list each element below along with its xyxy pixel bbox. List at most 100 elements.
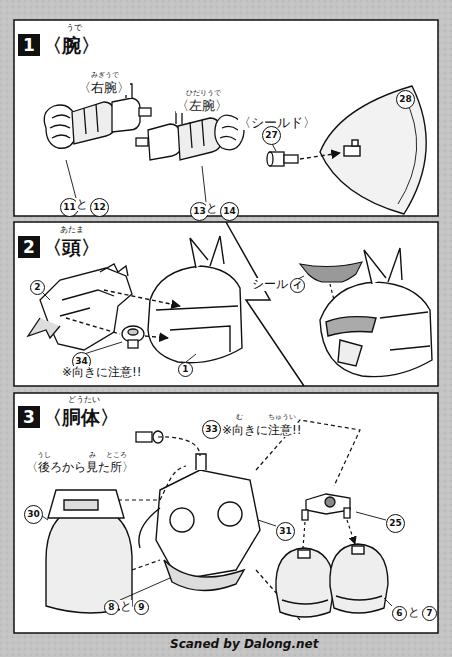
- helmet: [148, 266, 242, 363]
- callout-number: 8: [104, 600, 119, 615]
- callout-number: 28: [396, 90, 415, 109]
- part-30-backpack: [46, 490, 132, 613]
- shield-grip: [352, 140, 358, 146]
- fingers: [220, 126, 238, 140]
- shield-grip: [344, 146, 360, 156]
- section-header: 1〈腕〉: [18, 34, 100, 56]
- part-1-head: [148, 236, 242, 363]
- assembly-path: [118, 437, 300, 620]
- crest: [100, 264, 128, 276]
- leg: [276, 548, 334, 617]
- watermark: Scaned by Dalong.net: [170, 638, 318, 651]
- backpack-top: [48, 490, 124, 518]
- callout-number: イ: [290, 278, 305, 293]
- section-title: 〈頭〉: [43, 236, 100, 258]
- part-label: 〈右腕〉: [78, 81, 130, 95]
- shoulder-curve: [139, 508, 160, 548]
- leg-lines: [282, 596, 382, 604]
- panel-frame: [14, 222, 438, 386]
- chin: [28, 318, 60, 338]
- part-31-body: [139, 454, 260, 591]
- section-header: 3〈胴体〉: [18, 406, 119, 428]
- shoulder-peg: [136, 138, 148, 146]
- furigana: ちゅうい: [268, 414, 296, 422]
- step-number: 3: [18, 406, 40, 428]
- hip-ball: [325, 497, 335, 507]
- callout-number: 33: [202, 420, 221, 439]
- part-label: ※向きに注意!!: [222, 424, 302, 437]
- assembly-arrow: [104, 290, 180, 306]
- helmet-lines: [380, 312, 430, 350]
- ring-hole: [128, 329, 138, 335]
- furigana: み: [89, 452, 96, 460]
- forearm-bands: [84, 104, 98, 134]
- elbow-pin: [176, 112, 182, 124]
- leg-socket: [298, 550, 310, 558]
- shield-rim: [398, 96, 417, 204]
- callout-number: 30: [24, 505, 43, 524]
- backpack-dome: [46, 506, 132, 613]
- callout-number: 7: [422, 606, 437, 621]
- forearm: [72, 102, 116, 144]
- socket: [170, 508, 194, 532]
- divider: [226, 222, 304, 386]
- peg-tip: [284, 155, 298, 163]
- assembly-arrow: [303, 520, 355, 548]
- assembly-arrow: [66, 318, 168, 338]
- furigana: む: [236, 414, 243, 422]
- assembly-arrow: [300, 153, 340, 159]
- upper-arm: [148, 124, 182, 160]
- panel-frame: [14, 20, 438, 216]
- step-number: 1: [18, 34, 40, 56]
- v-fin: [364, 248, 402, 284]
- torso: [156, 470, 260, 580]
- part-label: 〈後ろから見た所〉: [26, 461, 134, 474]
- section-header: 2〈頭〉: [18, 236, 100, 258]
- v-fin: [190, 236, 224, 268]
- panel-frame: [14, 393, 438, 633]
- part-2-face: [28, 264, 132, 350]
- face-plate: [40, 268, 132, 350]
- furigana: どうたい: [68, 396, 100, 405]
- mouth: [338, 340, 362, 366]
- face-lines: [60, 290, 114, 316]
- upper-arm: [112, 98, 140, 132]
- callout-number: 9: [134, 600, 149, 615]
- hip-peg: [344, 508, 350, 518]
- leg-socket: [352, 546, 364, 554]
- furigana: ひだりうで: [186, 90, 221, 98]
- callout-number: 27: [262, 126, 281, 145]
- helmet: [320, 282, 432, 377]
- assembled-head: [320, 248, 432, 377]
- hip-peg: [302, 510, 308, 520]
- furigana: みぎうで: [91, 72, 119, 80]
- part-34: [122, 326, 144, 348]
- part-label: と: [408, 606, 420, 619]
- part-label: ※向きに注意!!: [62, 366, 142, 379]
- callout-number: 14: [220, 202, 239, 221]
- shield-face: [320, 86, 426, 214]
- callout-number: 25: [386, 514, 405, 533]
- shoulder-peg: [139, 108, 151, 116]
- sticker: [300, 262, 362, 282]
- left-arm: [136, 112, 244, 160]
- waist: [164, 560, 244, 591]
- part-label: と: [206, 202, 218, 215]
- leg: [330, 544, 388, 613]
- shield: [320, 86, 426, 214]
- section-title: 〈胴体〉: [43, 406, 119, 428]
- fist: [44, 105, 76, 148]
- peg-end: [267, 152, 273, 166]
- part-27: [267, 152, 298, 166]
- furigana: うし: [37, 452, 51, 460]
- part-label: シール: [252, 278, 288, 291]
- part-label: と: [120, 600, 132, 613]
- step-number: 2: [18, 236, 40, 258]
- section-title: 〈腕〉: [43, 34, 100, 56]
- part-label: 〈左腕〉: [176, 99, 228, 113]
- vent: [64, 500, 98, 510]
- part-25: [302, 494, 350, 520]
- neck-peg: [196, 454, 206, 470]
- furigana: うで: [66, 24, 82, 33]
